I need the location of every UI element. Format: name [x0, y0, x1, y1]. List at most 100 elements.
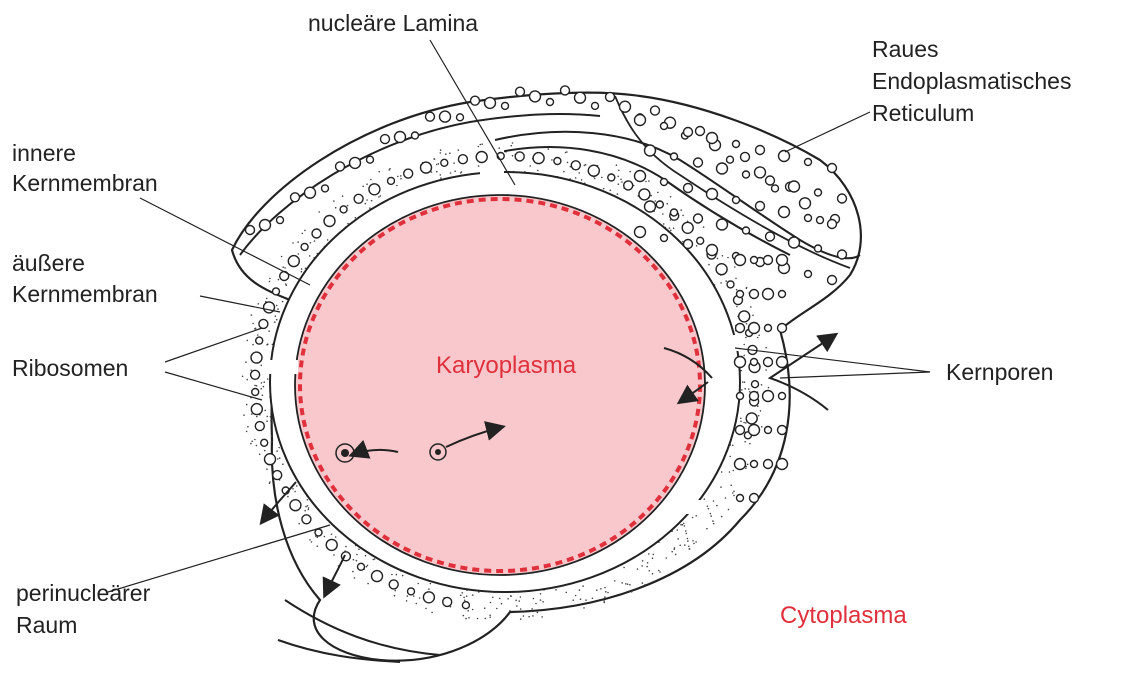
label-inner-membrane-line2: Kernmembran	[12, 170, 158, 197]
ribosome-dot	[408, 588, 415, 595]
ribosome-dot	[324, 216, 335, 227]
stipple-dot	[712, 520, 714, 522]
stipple-dot	[309, 539, 311, 541]
stipple-dot	[282, 266, 284, 268]
ribosome-dot	[547, 99, 554, 106]
stipple-dot	[428, 588, 430, 590]
ribosome-dot	[779, 291, 786, 298]
stipple-dot	[510, 595, 512, 597]
stipple-dot	[256, 416, 258, 418]
stipple-dot	[287, 496, 289, 498]
ribosome-dot	[751, 359, 758, 366]
stipple-dot	[258, 303, 260, 305]
stipple-dot	[333, 200, 335, 202]
ribosome-dot	[746, 413, 757, 424]
stipple-dot	[413, 595, 415, 597]
stipple-dot	[761, 384, 763, 386]
ribosome-dot	[273, 471, 282, 480]
ribosome-dot	[421, 162, 432, 173]
stipple-dot	[430, 583, 432, 585]
stipple-dot	[274, 321, 276, 323]
stipple-dot	[394, 595, 396, 597]
stipple-dot	[555, 589, 557, 591]
stipple-dot	[584, 165, 586, 167]
stipple-dot	[616, 164, 618, 166]
ribosome-dot	[639, 189, 650, 200]
karyoplasm-area	[295, 195, 705, 575]
stipple-dot	[294, 491, 296, 493]
stipple-dot	[297, 241, 299, 243]
stipple-dot	[669, 227, 671, 229]
stipple-dot	[623, 567, 625, 569]
stipple-dot	[688, 548, 690, 550]
stipple-dot	[309, 255, 311, 257]
stipple-dot	[480, 144, 482, 146]
stipple-dot	[308, 509, 310, 511]
ribosome-dot	[261, 439, 268, 446]
stipple-dot	[732, 445, 734, 447]
stipple-dot	[749, 443, 751, 445]
ribosome-dot	[805, 271, 812, 278]
stipple-dot	[266, 468, 268, 470]
stipple-dot	[464, 600, 466, 602]
stipple-dot	[535, 603, 537, 605]
stipple-dot	[304, 230, 306, 232]
stipple-dot	[440, 177, 442, 179]
stipple-dot	[378, 196, 380, 198]
stipple-dot	[254, 439, 256, 441]
ribosome-dot	[471, 96, 480, 105]
ribosome-dot	[246, 226, 255, 235]
stipple-dot	[282, 301, 284, 303]
stipple-dot	[537, 170, 539, 172]
stipple-dot	[733, 470, 735, 472]
stipple-dot	[596, 589, 598, 591]
ribosome-dot	[756, 146, 765, 155]
stipple-dot	[254, 328, 256, 330]
ribosome-dot	[750, 290, 759, 299]
stipple-dot	[400, 175, 402, 177]
ribosome-dot	[302, 515, 311, 524]
stipple-dot	[542, 601, 544, 603]
stipple-dot	[271, 435, 273, 437]
stipple-dot	[537, 612, 539, 614]
stipple-dot	[378, 171, 380, 173]
stipple-dot	[254, 385, 256, 387]
ribosome-dot	[533, 153, 544, 164]
stipple-dot	[604, 602, 606, 604]
stipple-dot	[515, 600, 517, 602]
stipple-dot	[278, 279, 280, 281]
stipple-dot	[648, 553, 650, 555]
stipple-dot	[397, 176, 399, 178]
stipple-dot	[695, 515, 697, 517]
stipple-dot	[496, 608, 498, 610]
ribosome-dot	[765, 427, 772, 434]
ribosome-dot	[751, 257, 758, 264]
stipple-dot	[607, 592, 609, 594]
stipple-dot	[380, 195, 382, 197]
ribosome-dot	[756, 202, 765, 211]
stipple-dot	[649, 570, 651, 572]
stipple-dot	[431, 612, 433, 614]
ribosome-dot	[502, 102, 509, 109]
stipple-dot	[371, 200, 373, 202]
stipple-dot	[662, 213, 664, 215]
stipple-dot	[725, 497, 727, 499]
ribosome-dot	[817, 217, 824, 224]
ribosome-dot	[620, 101, 631, 112]
stipple-dot	[575, 177, 577, 179]
stipple-dot	[356, 560, 358, 562]
ribosome-dot	[727, 156, 734, 163]
stipple-dot	[251, 441, 253, 443]
ribosome-dot	[273, 288, 280, 295]
stipple-dot	[721, 516, 723, 518]
stipple-dot	[761, 426, 763, 428]
stipple-dot	[460, 595, 462, 597]
ribosome-dot	[684, 128, 693, 137]
stipple-dot	[269, 483, 271, 485]
ribosome-dot	[388, 177, 395, 184]
ribosome-dot	[635, 227, 646, 238]
ribosome-dot	[671, 209, 678, 216]
stipple-dot	[302, 233, 304, 235]
stipple-dot	[618, 183, 620, 185]
stipple-dot	[310, 242, 312, 244]
